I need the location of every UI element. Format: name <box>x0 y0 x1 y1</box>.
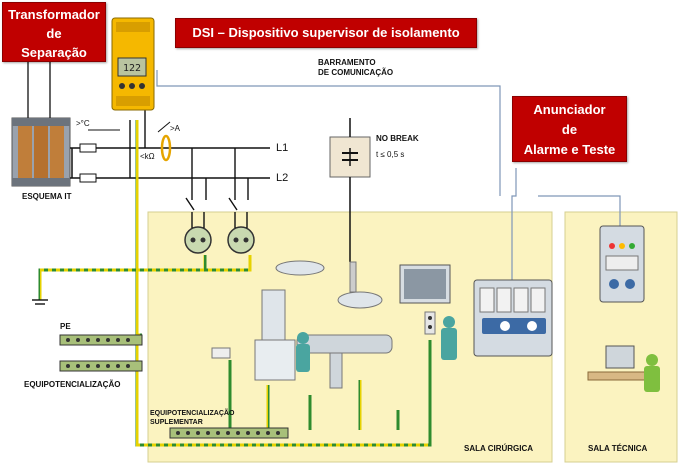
transformer-title-line-3: Separação <box>21 45 87 60</box>
current-symbol: >A <box>170 124 181 133</box>
power-lines <box>70 147 270 179</box>
no-break-label: NO BREAK <box>376 134 419 143</box>
technical-room-label: SALA TÉCNICA <box>588 444 648 453</box>
equipotential-supp-line-2: SUPLEMENTAR <box>150 419 203 426</box>
bus-label: BARRAMENTO DE COMUNICAÇÃO <box>318 58 393 78</box>
annunciator-title-line-2: de <box>561 122 578 137</box>
equipotential-supp-line-1: EQUIPOTENCIALIZAÇÃO <box>150 410 235 417</box>
no-break-time-label: t ≤ 0,5 s <box>376 150 405 159</box>
socket-outlets <box>184 226 255 254</box>
dsi-title: DSI – Dispositivo supervisor de isolamen… <box>175 18 477 48</box>
surgical-room-label: SALA CIRÚRGICA <box>464 444 534 453</box>
transformer-title-line-1: Transformador <box>8 7 100 22</box>
annunciator-title-line-3: Alarme e Teste <box>523 142 616 157</box>
resistance-symbol: <kΩ <box>140 152 155 161</box>
pe-label: PE <box>60 322 71 331</box>
line-2-label: L2 <box>276 172 289 184</box>
transformer-title-line-2: de <box>46 26 62 41</box>
pe-bars <box>59 334 289 439</box>
annunciator-panel <box>473 279 553 357</box>
device-display: 122 <box>123 63 141 74</box>
line-1-label: L1 <box>276 142 289 154</box>
communication-bus <box>156 70 621 280</box>
surgical-room-equipment <box>211 260 457 389</box>
annunciator-title-line-1: Anunciador <box>533 102 606 117</box>
bus-label-line-2: DE COMUNICAÇÃO <box>318 68 394 77</box>
isolation-transformer <box>11 117 71 187</box>
bus-label-line-1: BARRAMENTO <box>318 58 376 67</box>
temperature-symbol: >°C <box>76 119 90 128</box>
annunciator-title: Anunciador de Alarme e Teste <box>512 96 627 162</box>
esquema-it-label: ESQUEMA IT <box>22 192 72 201</box>
technical-room-equipment <box>587 225 660 392</box>
transformer-title: Transformador de Separação <box>2 2 106 62</box>
equipotential-supp-label: EQUIPOTENCIALIZAÇÃO SUPLEMENTAR <box>150 409 234 427</box>
dsi-device: 122 <box>111 17 155 111</box>
equipotential-label: EQUIPOTENCIALIZAÇÃO <box>24 380 121 389</box>
